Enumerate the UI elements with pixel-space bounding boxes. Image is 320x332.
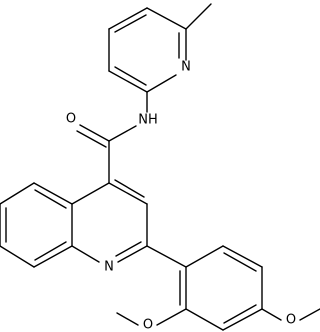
bond-ar-c4-c3 [222,308,263,331]
bond-q-c2-n-inner [115,241,142,257]
atom-label-methoxy-para-o: O [286,313,296,328]
atom-label-pyridine-n: N [181,60,191,75]
bond-o-me-para [299,308,320,321]
bond-py-c2-n [146,74,177,93]
bond-q-c5-c6 [0,182,35,205]
bond-nh-carbonyl [108,125,137,142]
bond-ar-c2-o [156,308,187,326]
bond-q-c4-c3-inner [114,179,145,198]
bond-py-c5-c4 [108,7,148,30]
bond-ar-c3-c2 [185,308,224,331]
bond-q-c4a-c5 [33,182,73,205]
bond-methyl [185,3,212,30]
atom-label-methoxy-ortho-o: O [143,318,153,332]
bond-carbonyl-o [79,124,110,142]
bond-ar-c4-c3-inner [223,304,257,324]
bond-q-c4a-c5-inner [34,189,67,209]
bond-q-c4-c3 [108,182,148,205]
bond-q-c2-n [117,245,148,263]
bond-q-n-c8a [71,245,100,263]
bond-ar-c6-c5-inner [223,252,257,272]
bond-carbonyl-o-double [76,130,107,148]
bond-py-c5-c4-inner [114,14,147,33]
bond-q-c7-c8 [0,245,35,268]
bond-q-c2-aryl [146,245,187,268]
bond-ar-c1-c6 [185,245,224,268]
atom-label-quinoline-n: N [104,260,114,275]
bond-ar-c4-o [261,308,282,321]
atom-label-carbonyl-o: O [66,112,76,127]
bond-o-me-ortho [116,312,139,326]
bond-py-c3-c2-inner [114,66,147,86]
bond-py-c6-c5 [146,7,187,30]
atom-label-amide-nh: NH [138,113,158,128]
bond-q-c4a-c4 [71,182,110,205]
bond-q-c8-c8a [33,245,73,268]
bond-py-c3-c2 [108,70,148,93]
bond-q-c8-c8a-inner [34,241,67,261]
bond-ar-c6-c5 [222,245,263,268]
